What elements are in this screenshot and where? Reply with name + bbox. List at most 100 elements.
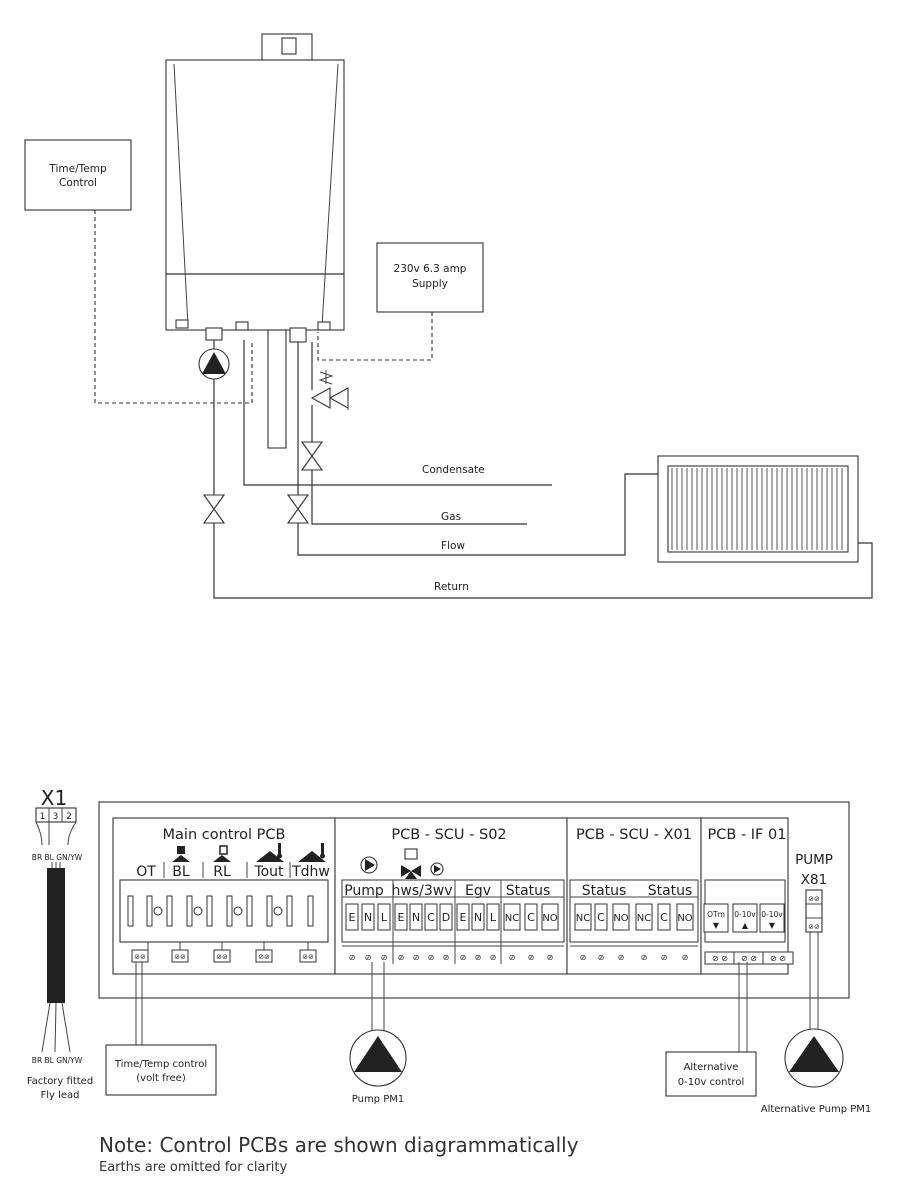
alt-0-10v-control: Alternative 0-10v control <box>665 1051 757 1097</box>
svg-text:3: 3 <box>53 812 59 822</box>
s02-terminal-12: C <box>524 903 538 931</box>
svg-text:0-10v: 0-10v <box>734 910 756 919</box>
main-screw-tout: ⊘⊘ <box>255 949 273 963</box>
s02-screw-4: ⊘ <box>398 953 405 962</box>
time-temp-control-box: Time/Temp Control <box>24 139 132 211</box>
svg-text:⊘⊘: ⊘⊘ <box>808 895 820 903</box>
s02-terminal-5: N <box>409 903 423 931</box>
svg-text:BR BL GN/YW: BR BL GN/YW <box>32 1056 83 1065</box>
scu-x01-title: PCB - SCU - X01 <box>576 827 692 843</box>
sensor-bl-icon <box>172 846 190 862</box>
svg-text:▼: ▼ <box>713 921 720 930</box>
s02-screw-11: ⊘ <box>509 953 516 962</box>
svg-text:Status: Status <box>582 883 627 899</box>
supply-box: 230v 6.3 amp Supply <box>376 242 484 313</box>
if01-screw-0-10v-a: ⊘ ⊘ <box>741 954 757 963</box>
svg-text:NO: NO <box>542 913 557 924</box>
sensor-tout-icon <box>256 843 284 862</box>
x01-terminal-6: NO <box>676 903 694 931</box>
svg-text:Factory fitted: Factory fitted <box>27 1076 93 1087</box>
s02-screw-3: ⊘ <box>381 953 388 962</box>
svg-text:BL: BL <box>172 864 190 880</box>
if01-terminal-1: OTm ▼ <box>703 903 729 933</box>
svg-text:Status: Status <box>648 883 693 899</box>
svg-text:Status: Status <box>506 883 551 899</box>
svg-text:Supply: Supply <box>412 278 448 290</box>
s02-terminal-1: E <box>345 903 359 931</box>
svg-text:NO: NO <box>677 913 692 924</box>
s02-screw-1: ⊘ <box>349 953 356 962</box>
svg-text:X1: X1 <box>41 786 67 810</box>
svg-text:hws/3wv: hws/3wv <box>392 883 453 899</box>
if01-screw-otm: ⊘ ⊘ <box>712 954 728 963</box>
svg-text:▲: ▲ <box>742 921 749 930</box>
s02-screw-7: ⊘ <box>443 953 450 962</box>
condensate-label: Condensate <box>422 464 485 476</box>
s02-screw-9: ⊘ <box>475 953 482 962</box>
svg-text:⊘⊘: ⊘⊘ <box>134 953 146 961</box>
svg-text:OT: OT <box>136 864 156 880</box>
svg-text:BR BL GN/YW: BR BL GN/YW <box>32 853 83 862</box>
svg-text:NO: NO <box>613 913 628 924</box>
svg-text:D: D <box>442 911 450 924</box>
svg-text:E: E <box>398 911 405 924</box>
svg-text:NC: NC <box>576 913 590 924</box>
svg-text:NC: NC <box>637 913 651 924</box>
flow-label: Flow <box>441 540 465 552</box>
x01-terminal-4: NC <box>635 903 653 931</box>
x01-terminal-1: NC <box>574 903 592 931</box>
pump-pm1-icon <box>349 1029 407 1087</box>
control-dashed-link <box>94 210 253 404</box>
gas-label: Gas <box>441 511 461 523</box>
svg-text:230v 6.3 amp: 230v 6.3 amp <box>394 263 467 275</box>
s02-terminal-13: NO <box>541 903 559 931</box>
sensor-rl-icon <box>213 845 231 862</box>
s02-screw-2: ⊘ <box>365 953 372 962</box>
svg-text:N: N <box>364 911 372 924</box>
svg-text:Tdhw: Tdhw <box>291 864 330 880</box>
svg-text:C: C <box>527 911 535 924</box>
svg-text:⊘⊘: ⊘⊘ <box>258 953 270 961</box>
s02-screw-12: ⊘ <box>528 953 535 962</box>
svg-text:2: 2 <box>66 812 72 822</box>
note-sub: Earths are omitted for clarity <box>99 1160 288 1175</box>
s02-terminal-7: D <box>439 903 453 931</box>
pcb-scu-x01 <box>566 817 702 975</box>
three-way-valve-icon <box>401 848 421 879</box>
if01-terminal-2: 0-10v ▲ <box>732 903 758 933</box>
pcb-if-01 <box>700 817 789 975</box>
x01-terminal-5: C <box>657 903 671 931</box>
s02-terminal-6: C <box>424 903 438 931</box>
svg-text:Time/Temp control: Time/Temp control <box>114 1059 207 1070</box>
main-screw-bl: ⊘⊘ <box>171 949 189 963</box>
return-pipe <box>213 523 873 599</box>
pump-icon <box>198 348 230 380</box>
svg-text:OTm: OTm <box>707 910 725 919</box>
if01-title: PCB - IF 01 <box>708 827 787 843</box>
svg-text:(volt free): (volt free) <box>136 1073 186 1084</box>
main-pcb-title: Main control PCB <box>163 827 286 843</box>
alt-pump-pm1-icon <box>784 1028 844 1088</box>
if01-screw-0-10v-b: ⊘ ⊘ <box>770 954 786 963</box>
x01-screw-6: ⊘ <box>682 953 689 962</box>
alt-pump-label: Alternative Pump PM1 <box>761 1104 872 1115</box>
svg-text:⊘⊘: ⊘⊘ <box>808 923 820 931</box>
radiator <box>657 455 859 563</box>
gas-pipe <box>311 470 527 525</box>
gas-valve-icon <box>300 441 324 471</box>
pump-pm1-label: Pump PM1 <box>352 1094 404 1105</box>
s02-terminal-9: N <box>471 903 485 931</box>
x01-screw-2: ⊘ <box>598 953 605 962</box>
s02-screw-6: ⊘ <box>428 953 435 962</box>
x01-screw-4: ⊘ <box>641 953 648 962</box>
main-screw-rl: ⊘⊘ <box>213 949 231 963</box>
svg-text:Tout: Tout <box>253 864 284 880</box>
svg-text:E: E <box>349 911 356 924</box>
svg-text:Fly lead: Fly lead <box>40 1090 79 1101</box>
svg-text:RL: RL <box>213 864 231 880</box>
svg-text:1: 1 <box>40 812 46 822</box>
pump-x81-terminal: ⊘⊘ ⊘⊘ <box>805 889 823 933</box>
boiler <box>165 33 345 449</box>
svg-text:E: E <box>460 911 467 924</box>
